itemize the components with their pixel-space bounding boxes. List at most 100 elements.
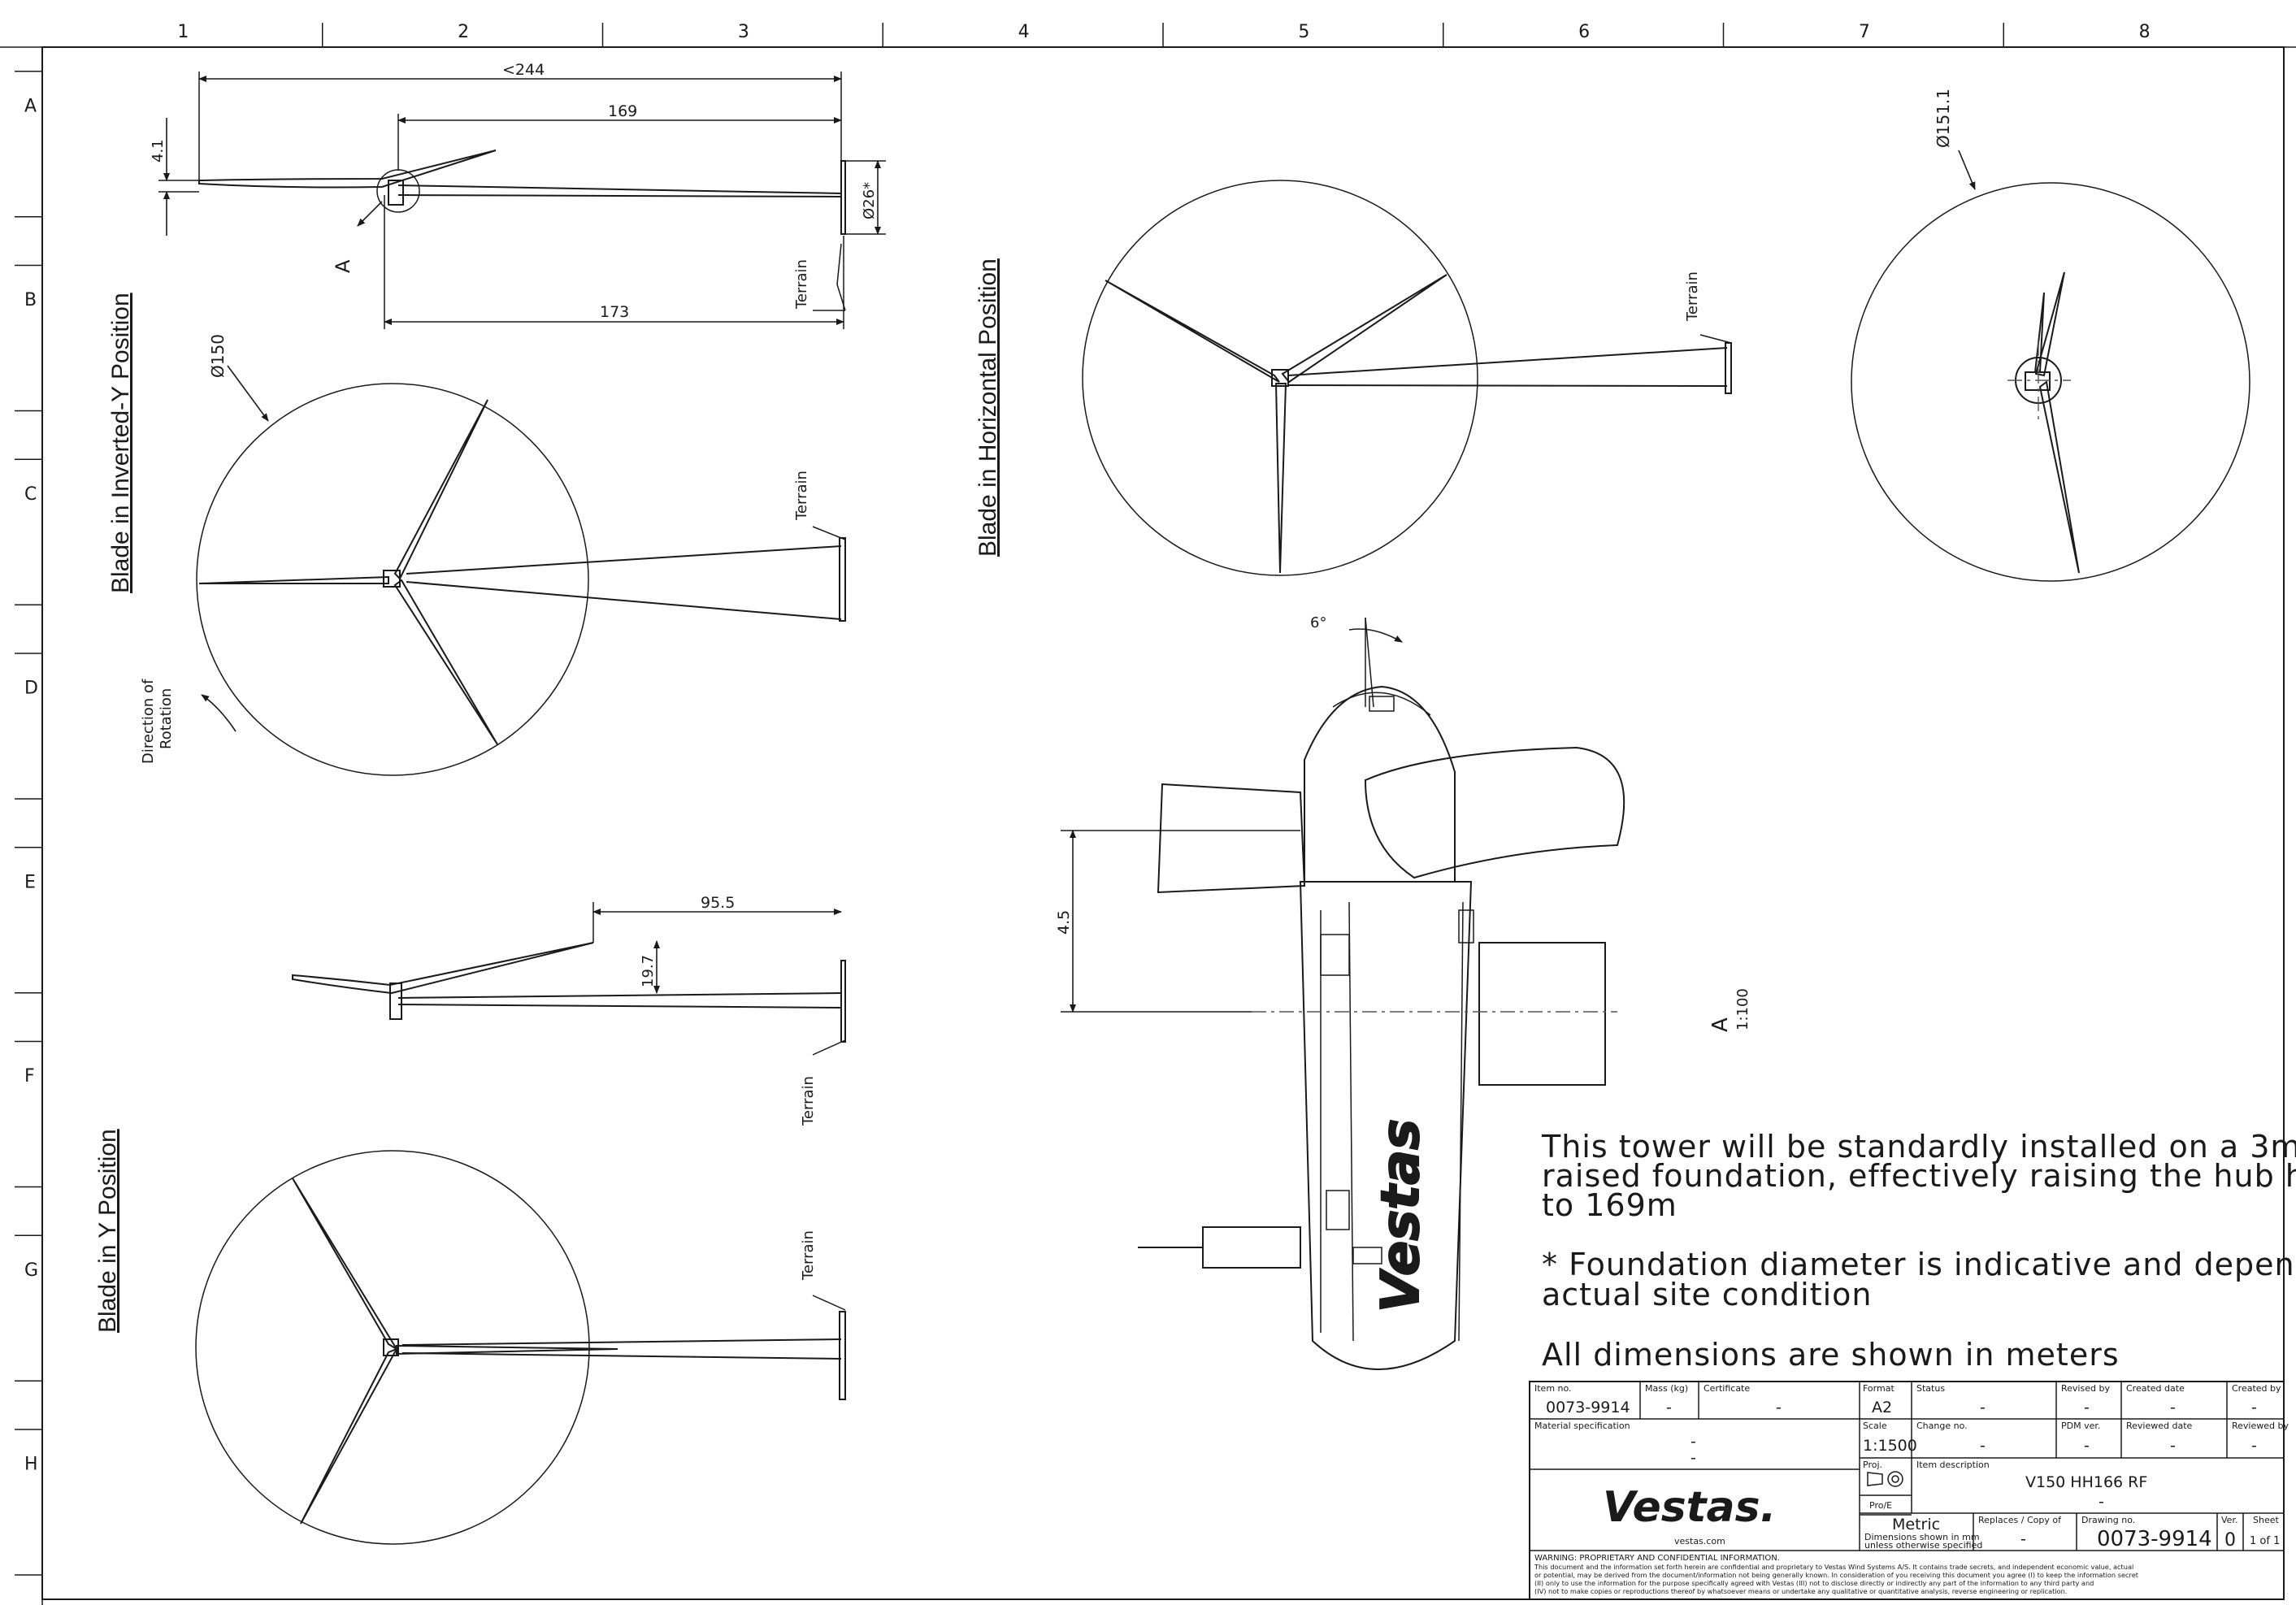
notes-block: This tower will be standardly installed …	[1541, 1129, 2296, 1373]
rotation-arrow	[201, 694, 237, 732]
tb-dims-note-1: Dimensions shown in mm	[1864, 1532, 1980, 1542]
terrain-marker-2	[812, 526, 846, 540]
dim-overall-length	[198, 72, 842, 183]
detail-callout-a: A	[332, 259, 354, 273]
tb-replaces-label: Replaces / Copy of	[1978, 1515, 2062, 1525]
note-line-4: * Foundation diameter is indicative and …	[1542, 1247, 2296, 1282]
title-block	[1529, 1381, 2285, 1600]
tb-status-label: Status	[1916, 1383, 1945, 1394]
tb-change: -	[1980, 1437, 1986, 1455]
tb-certificate-label: Certificate	[1704, 1383, 1750, 1394]
dim-tip-height	[384, 195, 844, 329]
dim-horizontal-offset-value: 95.5	[701, 894, 735, 912]
grid-column-label: 2	[458, 22, 469, 42]
tb-sheet-label: Sheet	[2253, 1515, 2279, 1525]
tb-scale: 1:1500	[1863, 1437, 1917, 1455]
tb-warning-3: (II) only to use the information for the…	[1534, 1579, 2094, 1587]
nacelle-detail-view	[1138, 617, 1625, 1370]
tb-reviewed-by-label: Reviewed by	[2232, 1421, 2289, 1431]
dim-hub-height-value: 169	[608, 102, 637, 120]
tb-mass-label: Mass (kg)	[1645, 1383, 1688, 1394]
tb-ver: 0	[2224, 1530, 2236, 1551]
grid-column-label: 1	[177, 22, 189, 42]
tb-format: A2	[1872, 1399, 1892, 1416]
dim-nacelle-value: 4.5	[1055, 910, 1073, 935]
side-view-y	[292, 942, 846, 1043]
tb-status: -	[1980, 1399, 1986, 1416]
dim-tilt-offset	[158, 118, 199, 236]
grid-row-label: D	[24, 679, 38, 699]
grid-column-label: 4	[1018, 22, 1030, 42]
tb-reviewed-date: -	[2170, 1437, 2176, 1455]
tb-scale-label: Scale	[1863, 1421, 1887, 1431]
tb-pro-e: Pro/E	[1869, 1500, 1892, 1511]
note-line-2: raised foundation, effectively raising t…	[1542, 1158, 2296, 1194]
grid-column-label: 5	[1298, 22, 1309, 42]
grid-row-label: H	[24, 1455, 38, 1475]
terrain-label-2: Terrain	[793, 471, 810, 521]
terrain-marker-1	[813, 243, 846, 311]
dim-overall-length-value: <244	[502, 61, 545, 79]
tb-material-2: -	[1691, 1449, 1696, 1467]
dim-tilt-offset-value: 4.1	[150, 139, 167, 163]
tb-warning-2: or potential, may be derived from the do…	[1534, 1571, 2139, 1579]
tb-proj-label: Proj.	[1863, 1460, 1882, 1470]
tb-change-label: Change no.	[1916, 1421, 1968, 1431]
view-title-inverted-y: Blade in Inverted-Y Position	[107, 293, 134, 593]
tb-format-label: Format	[1863, 1383, 1895, 1394]
tb-item-no-label: Item no.	[1534, 1383, 1572, 1394]
tb-mass: -	[1666, 1399, 1672, 1416]
vestas-website: vestas.com	[1674, 1536, 1725, 1546]
detail-a-scale: 1:100	[1734, 988, 1751, 1030]
grid-column-label: 7	[1859, 22, 1870, 42]
note-line-3: to 169m	[1542, 1187, 1678, 1223]
dim-horizontal-offset	[592, 902, 842, 943]
tb-revised-by: -	[2084, 1399, 2090, 1416]
dim-foundation-value: Ø26*	[861, 182, 878, 219]
terrain-label-5: Terrain	[1684, 271, 1701, 322]
tb-material-label: Material specification	[1534, 1421, 1630, 1431]
tb-ver-label: Ver.	[2221, 1515, 2237, 1525]
tb-pdm: -	[2084, 1437, 2090, 1455]
view-title-y: Blade in Y Position	[94, 1129, 121, 1333]
tb-warning-1: This document and the information set fo…	[1534, 1563, 2133, 1571]
terrain-label-1: Terrain	[793, 259, 810, 310]
grid-row-label: C	[24, 484, 37, 505]
dim-rotor-diameter-inverted-value: Ø150	[208, 334, 228, 378]
tb-created-by-label: Created by	[2232, 1383, 2281, 1394]
tb-dims-note-2: unless otherwise specified	[1864, 1540, 1982, 1551]
terrain-marker-5	[1699, 334, 1732, 344]
tb-item-no: 0073-9914	[1546, 1399, 1630, 1416]
nacelle-brand: Vestas	[1371, 1119, 1431, 1312]
tb-pdm-label: PDM ver.	[2061, 1421, 2100, 1431]
vestas-logo: Vestas.	[1603, 1483, 1776, 1532]
terrain-label-3: Terrain	[800, 1076, 817, 1126]
direction-label: Direction of	[140, 679, 157, 764]
note-line-6: All dimensions are shown in meters	[1542, 1337, 2120, 1373]
grid-row-label: E	[24, 872, 36, 892]
grid-row-label: A	[24, 96, 37, 116]
grid-column-label: 6	[1578, 22, 1590, 42]
tb-drawing-no: 0073-9914	[2097, 1527, 2212, 1551]
tb-drawing-no-label: Drawing no.	[2081, 1515, 2135, 1525]
tb-item-desc-label: Item description	[1916, 1460, 1990, 1470]
tb-reviewed-by: -	[2251, 1437, 2257, 1455]
dim-rotor-diameter-side-value: Ø151.1	[1934, 89, 1953, 148]
dim-rotor-diameter-leader	[227, 365, 269, 422]
tb-created-date-label: Created date	[2126, 1383, 2185, 1394]
grid-row-label: B	[24, 290, 37, 310]
rotation-label: Rotation	[158, 688, 175, 749]
terrain-marker-4	[812, 1295, 846, 1311]
note-line-1: This tower will be standardly installed …	[1541, 1129, 2296, 1165]
side-view-inverted-y	[198, 150, 846, 235]
dim-rotor-side-leader	[1958, 150, 1976, 190]
view-title-horizontal: Blade in Horizontal Position	[974, 258, 1001, 557]
grid-row-label: G	[24, 1260, 38, 1281]
rotor-side-view	[1851, 182, 2250, 582]
tb-reviewed-date-label: Reviewed date	[2126, 1421, 2193, 1431]
tb-warning-4: (IV) not to make copies or reproductions…	[1534, 1587, 2067, 1595]
tb-item-desc: V150 HH166 RF	[2025, 1473, 2147, 1491]
tb-material-1: -	[1691, 1433, 1696, 1451]
